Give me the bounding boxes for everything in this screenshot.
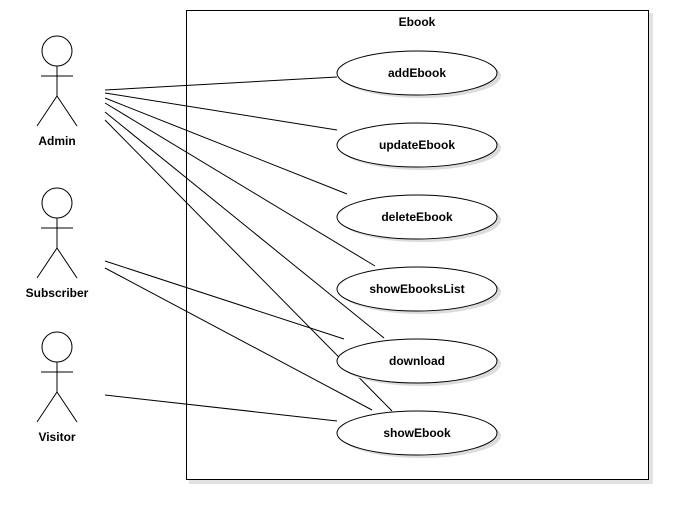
actor-subscriber[interactable]: Subscriber xyxy=(26,187,89,300)
use-case-label: deleteEbook xyxy=(381,210,453,224)
use-case-showEbook[interactable]: showEbook xyxy=(336,410,501,458)
use-case-label: updateEbook xyxy=(379,138,455,152)
actor-leg-left xyxy=(36,391,58,423)
use-case-ellipse xyxy=(336,410,498,456)
system-title: Ebook xyxy=(399,15,436,29)
actor-label: Subscriber xyxy=(26,286,89,300)
association-subscriber-showEbook xyxy=(104,267,373,411)
association-subscriber-download xyxy=(104,260,345,340)
actor-admin[interactable]: Admin xyxy=(36,35,78,148)
use-case-ellipse xyxy=(336,266,498,312)
actor-leg-left xyxy=(36,247,58,279)
actor-head xyxy=(41,35,73,67)
actor-leg-right xyxy=(56,95,78,127)
actor-label: Visitor xyxy=(38,430,75,444)
use-case-ellipse xyxy=(336,338,498,384)
use-case-label: addEbook xyxy=(388,66,446,80)
use-case-ellipse xyxy=(336,50,498,96)
actor-label: Admin xyxy=(38,134,75,148)
association-visitor-showEbook xyxy=(104,394,338,422)
use-case-label: showEbook xyxy=(383,426,451,440)
actor-head xyxy=(41,187,73,219)
association-admin-showEbooksList xyxy=(104,102,376,267)
association-admin-download xyxy=(104,111,385,339)
use-case-updateEbook[interactable]: updateEbook xyxy=(336,122,501,170)
use-case-label: showEbooksList xyxy=(369,282,464,296)
use-case-label: download xyxy=(389,354,445,368)
use-case-addEbook[interactable]: addEbook xyxy=(336,50,501,98)
association-admin-addEbook xyxy=(104,76,338,91)
actor-leg-right xyxy=(56,247,78,279)
actor-head xyxy=(41,331,73,363)
use-cases: addEbook updateEbook deleteEbook showEbo… xyxy=(336,50,501,458)
use-case-ellipse xyxy=(336,194,498,240)
actor-leg-left xyxy=(36,95,58,127)
use-case-download[interactable]: download xyxy=(336,338,501,386)
use-case-showEbooksList[interactable]: showEbooksList xyxy=(336,266,501,314)
actor-leg-right xyxy=(56,391,78,423)
use-case-ellipse xyxy=(336,122,498,168)
association-admin-deleteEbook xyxy=(104,97,348,195)
actor-visitor[interactable]: Visitor xyxy=(36,331,78,444)
association-admin-updateEbook xyxy=(104,92,338,131)
use-case-deleteEbook[interactable]: deleteEbook xyxy=(336,194,501,242)
